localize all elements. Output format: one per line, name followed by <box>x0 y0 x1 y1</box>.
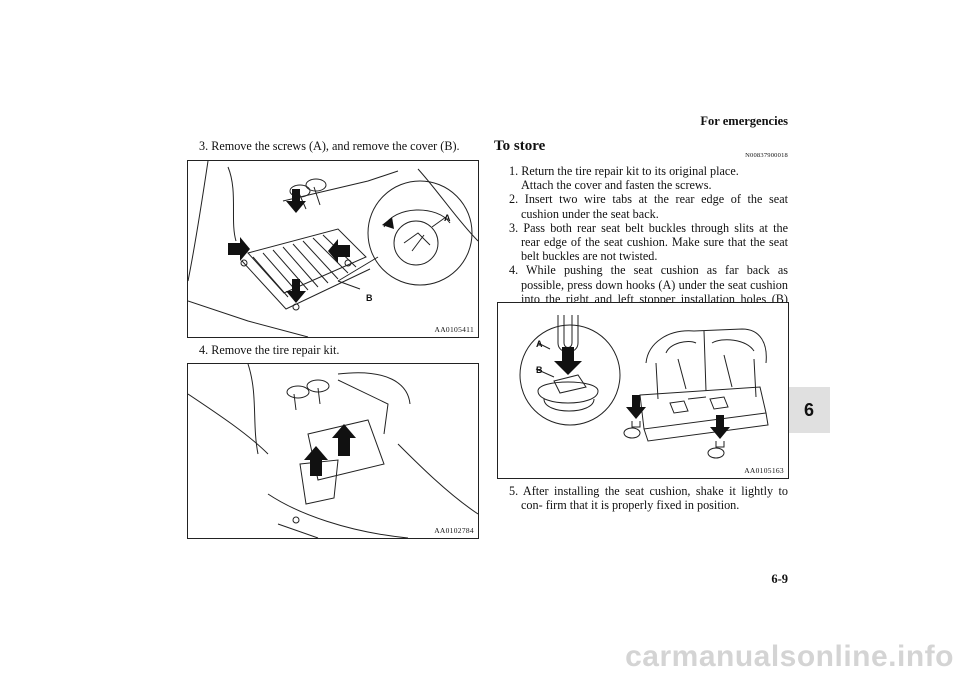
running-header: For emergencies <box>700 114 788 128</box>
fig1-label-a: A <box>444 213 451 223</box>
doc-code: N00837900018 <box>745 152 788 159</box>
fig1-code: AA0105411 <box>434 325 474 334</box>
figure-install-cushion: A B AA0105163 <box>497 302 789 479</box>
left-step-3: 3. Remove the screws (A), and remove the… <box>199 139 460 153</box>
section-title: To store <box>494 138 546 154</box>
fig2-code: AA0102784 <box>434 526 474 535</box>
right-step-1a: 1. Return the tire repair kit to its ori… <box>509 164 739 178</box>
figure-remove-kit: AA0102784 <box>187 363 479 539</box>
fig1-label-b: B <box>366 293 373 303</box>
right-step-1b: Attach the cover and fasten the screws. <box>521 178 712 193</box>
right-step-3: 3. Pass both rear seat belt buckles thro… <box>509 220 788 264</box>
right-step-5: 5. After installing the seat cushion, sh… <box>509 484 788 513</box>
figure-install-cushion-drawing <box>519 315 769 459</box>
figure-remove-kit-drawing <box>188 364 478 538</box>
figure-remove-cover: A B AA0105411 <box>187 160 479 338</box>
fig3-label-b: B <box>536 365 543 375</box>
right-step-4: 4. While pushing the seat cushion as far… <box>509 263 788 320</box>
watermark: carmanualsonline.info <box>0 640 960 678</box>
right-step-2: 2. Insert two wire tabs at the rear edge… <box>509 192 788 221</box>
watermark-text: carmanualsonline.info <box>625 640 954 673</box>
chapter-tab: 6 <box>788 387 830 433</box>
right-step-5-wrap: 5. After installing the seat cushion, sh… <box>509 484 788 512</box>
left-step-4: 4. Remove the tire repair kit. <box>199 343 340 357</box>
page-number: 6-9 <box>771 572 788 586</box>
figure-remove-cover-drawing <box>188 161 478 337</box>
fig3-code: AA0105163 <box>744 466 784 475</box>
right-steps: 1. Return the tire repair kit to its ori… <box>509 164 788 320</box>
fig3-label-a: A <box>536 339 543 349</box>
